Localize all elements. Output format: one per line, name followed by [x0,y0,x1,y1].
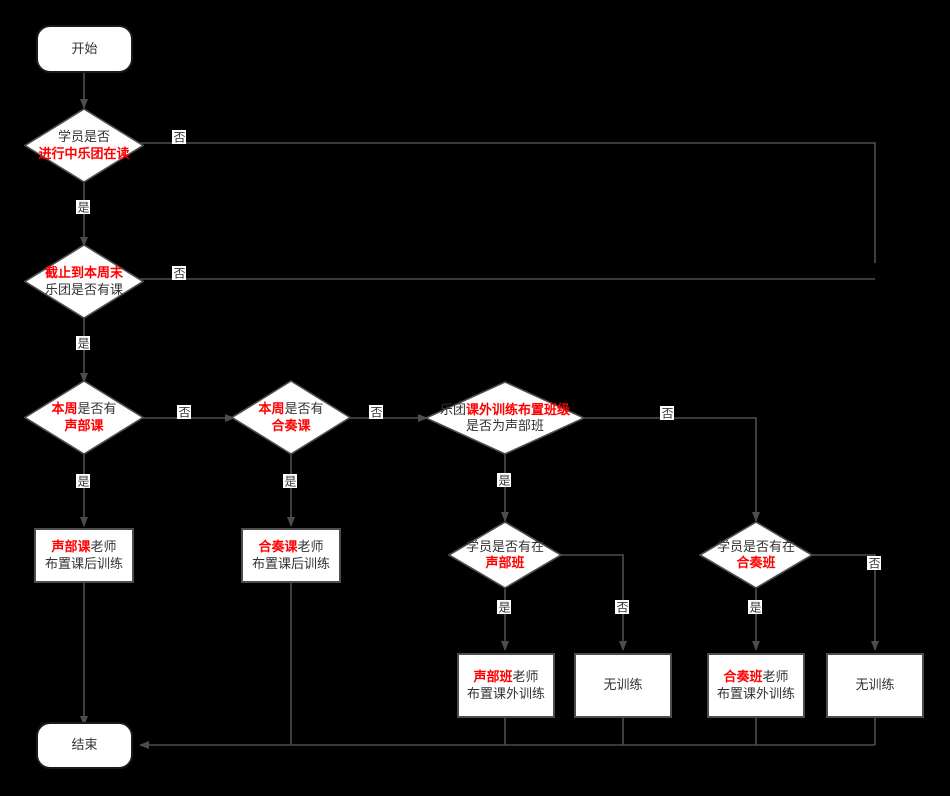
d3-line2: 声部课 [64,417,104,433]
diamond-shape-icon [24,244,144,319]
d6-line2: 声部班 [485,555,525,570]
d3-line1b: 是否有 [77,401,117,417]
d1-line1: 学员是否 [57,129,110,145]
node-decision-sectional-class-label: 本周是否有 声部课 [24,401,144,434]
d4-line2: 合奏课 [271,417,311,433]
p2-line1a: 合奏课 [258,539,298,555]
d3-line1a: 本周 [51,401,78,417]
p1-line2: 布置课后训练 [44,555,123,571]
node-process-no-training-left-label: 无训练 [603,677,643,693]
d6-line1: 学员是否有在 [465,538,544,554]
node-end-label: 结束 [71,737,98,753]
node-decision-has-class-this-week[interactable]: 截止到本周末 乐团是否有课 [24,244,144,319]
node-process-sectional-group-extra-training[interactable]: 声部班老师 布置课外训练 [457,653,555,718]
d5-line1b: 课外训练布置班级 [466,401,571,417]
node-decision-in-ensemble-group-label: 学员是否有在 合奏班 [699,539,813,572]
node-process-ensemble-teacher-homework[interactable]: 合奏课老师 布置课后训练 [241,528,341,583]
node-process-sectional-teacher-homework-label: 声部课老师 布置课后训练 [45,539,123,572]
p5-line1b: 老师 [762,669,789,685]
node-end[interactable]: 结束 [36,722,133,769]
edge-label-d6-no: 否 [615,600,629,614]
d4-line1b: 是否有 [284,401,324,417]
p5-line2: 布置课外训练 [716,685,795,701]
p5-line1a: 合奏班 [723,669,763,685]
p1-line1b: 老师 [90,539,117,555]
p3-line1a: 声部班 [473,669,513,685]
node-decision-in-ensemble-group[interactable]: 学员是否有在 合奏班 [699,521,813,589]
edge-label-d3-no: 否 [177,405,191,419]
node-decision-sectional-class[interactable]: 本周是否有 声部课 [24,380,144,455]
edge-label-d7-no: 否 [867,556,881,570]
node-process-no-training-right-label: 无训练 [855,677,895,693]
node-start[interactable]: 开始 [36,25,133,73]
p2-line2: 布置课后训练 [251,555,330,571]
node-decision-enrolled[interactable]: 学员是否 进行中乐团在读 [24,108,144,183]
node-process-no-training-right[interactable]: 无训练 [826,653,924,718]
node-decision-has-class-this-week-label: 截止到本周末 乐团是否有课 [24,265,144,298]
node-decision-in-sectional-group-label: 学员是否有在 声部班 [448,539,562,572]
diamond-shape-icon [24,380,144,455]
p3-line2: 布置课外训练 [466,685,545,701]
edge-label-d1-no: 否 [172,130,186,144]
d5-line2: 是否为声部班 [465,418,544,433]
edge-d7-p6 [808,554,879,651]
d7-line2: 合奏班 [736,555,776,570]
edge-label-d4-no: 否 [369,405,383,419]
p1-line1a: 声部课 [51,539,91,555]
d5-line1a: 乐团 [439,401,466,417]
diamond-shape-icon [24,108,144,183]
node-decision-in-sectional-group[interactable]: 学员是否有在 声部班 [448,521,562,589]
node-process-ensemble-teacher-homework-label: 合奏课老师 布置课后训练 [252,539,330,572]
node-process-sectional-group-extra-training-label: 声部班老师 布置课外训练 [467,669,545,702]
node-decision-extra-training-class-type-label: 乐团课外训练布置班级 是否为声部班 [425,402,585,435]
node-decision-enrolled-label: 学员是否 进行中乐团在读 [24,129,144,162]
node-process-ensemble-group-extra-training-label: 合奏班老师 布置课外训练 [717,669,795,702]
d7-line1: 学员是否有在 [716,538,795,554]
edge-label-d2-yes: 是 [76,336,90,350]
d4-line1a: 本周 [258,401,285,417]
node-decision-ensemble-class-label: 本周是否有 合奏课 [231,401,351,434]
diamond-shape-icon [231,380,351,455]
node-decision-ensemble-class[interactable]: 本周是否有 合奏课 [231,380,351,455]
edge-label-d6-yes: 是 [497,600,511,614]
edge-label-d5-yes: 是 [497,473,511,487]
diamond-shape-icon [425,381,585,455]
edge-d1-no [137,142,876,263]
edge-d6-p4 [557,554,627,651]
d2-line2: 乐团是否有课 [44,281,123,297]
edge-d5-no [583,417,760,522]
d2-line1: 截止到本周末 [44,265,123,281]
node-start-label: 开始 [71,40,98,56]
edge-label-d5-no: 否 [660,406,674,420]
node-process-sectional-teacher-homework[interactable]: 声部课老师 布置课后训练 [34,528,134,583]
node-process-ensemble-group-extra-training[interactable]: 合奏班老师 布置课外训练 [707,653,805,718]
edge-label-d3-yes: 是 [76,474,90,488]
p2-line1b: 老师 [297,539,324,555]
edge-label-d4-yes: 是 [283,474,297,488]
edge-label-d2-no: 否 [172,266,186,280]
diamond-shape-icon [699,521,813,589]
edge-label-d7-yes: 是 [748,600,762,614]
diamond-shape-icon [448,521,562,589]
d1-line2: 进行中乐团在读 [38,145,130,161]
node-process-no-training-left[interactable]: 无训练 [574,653,672,718]
p3-line1b: 老师 [512,669,539,685]
node-decision-extra-training-class-type[interactable]: 乐团课外训练布置班级 是否为声部班 [425,381,585,455]
edge-label-d1-yes: 是 [76,200,90,214]
